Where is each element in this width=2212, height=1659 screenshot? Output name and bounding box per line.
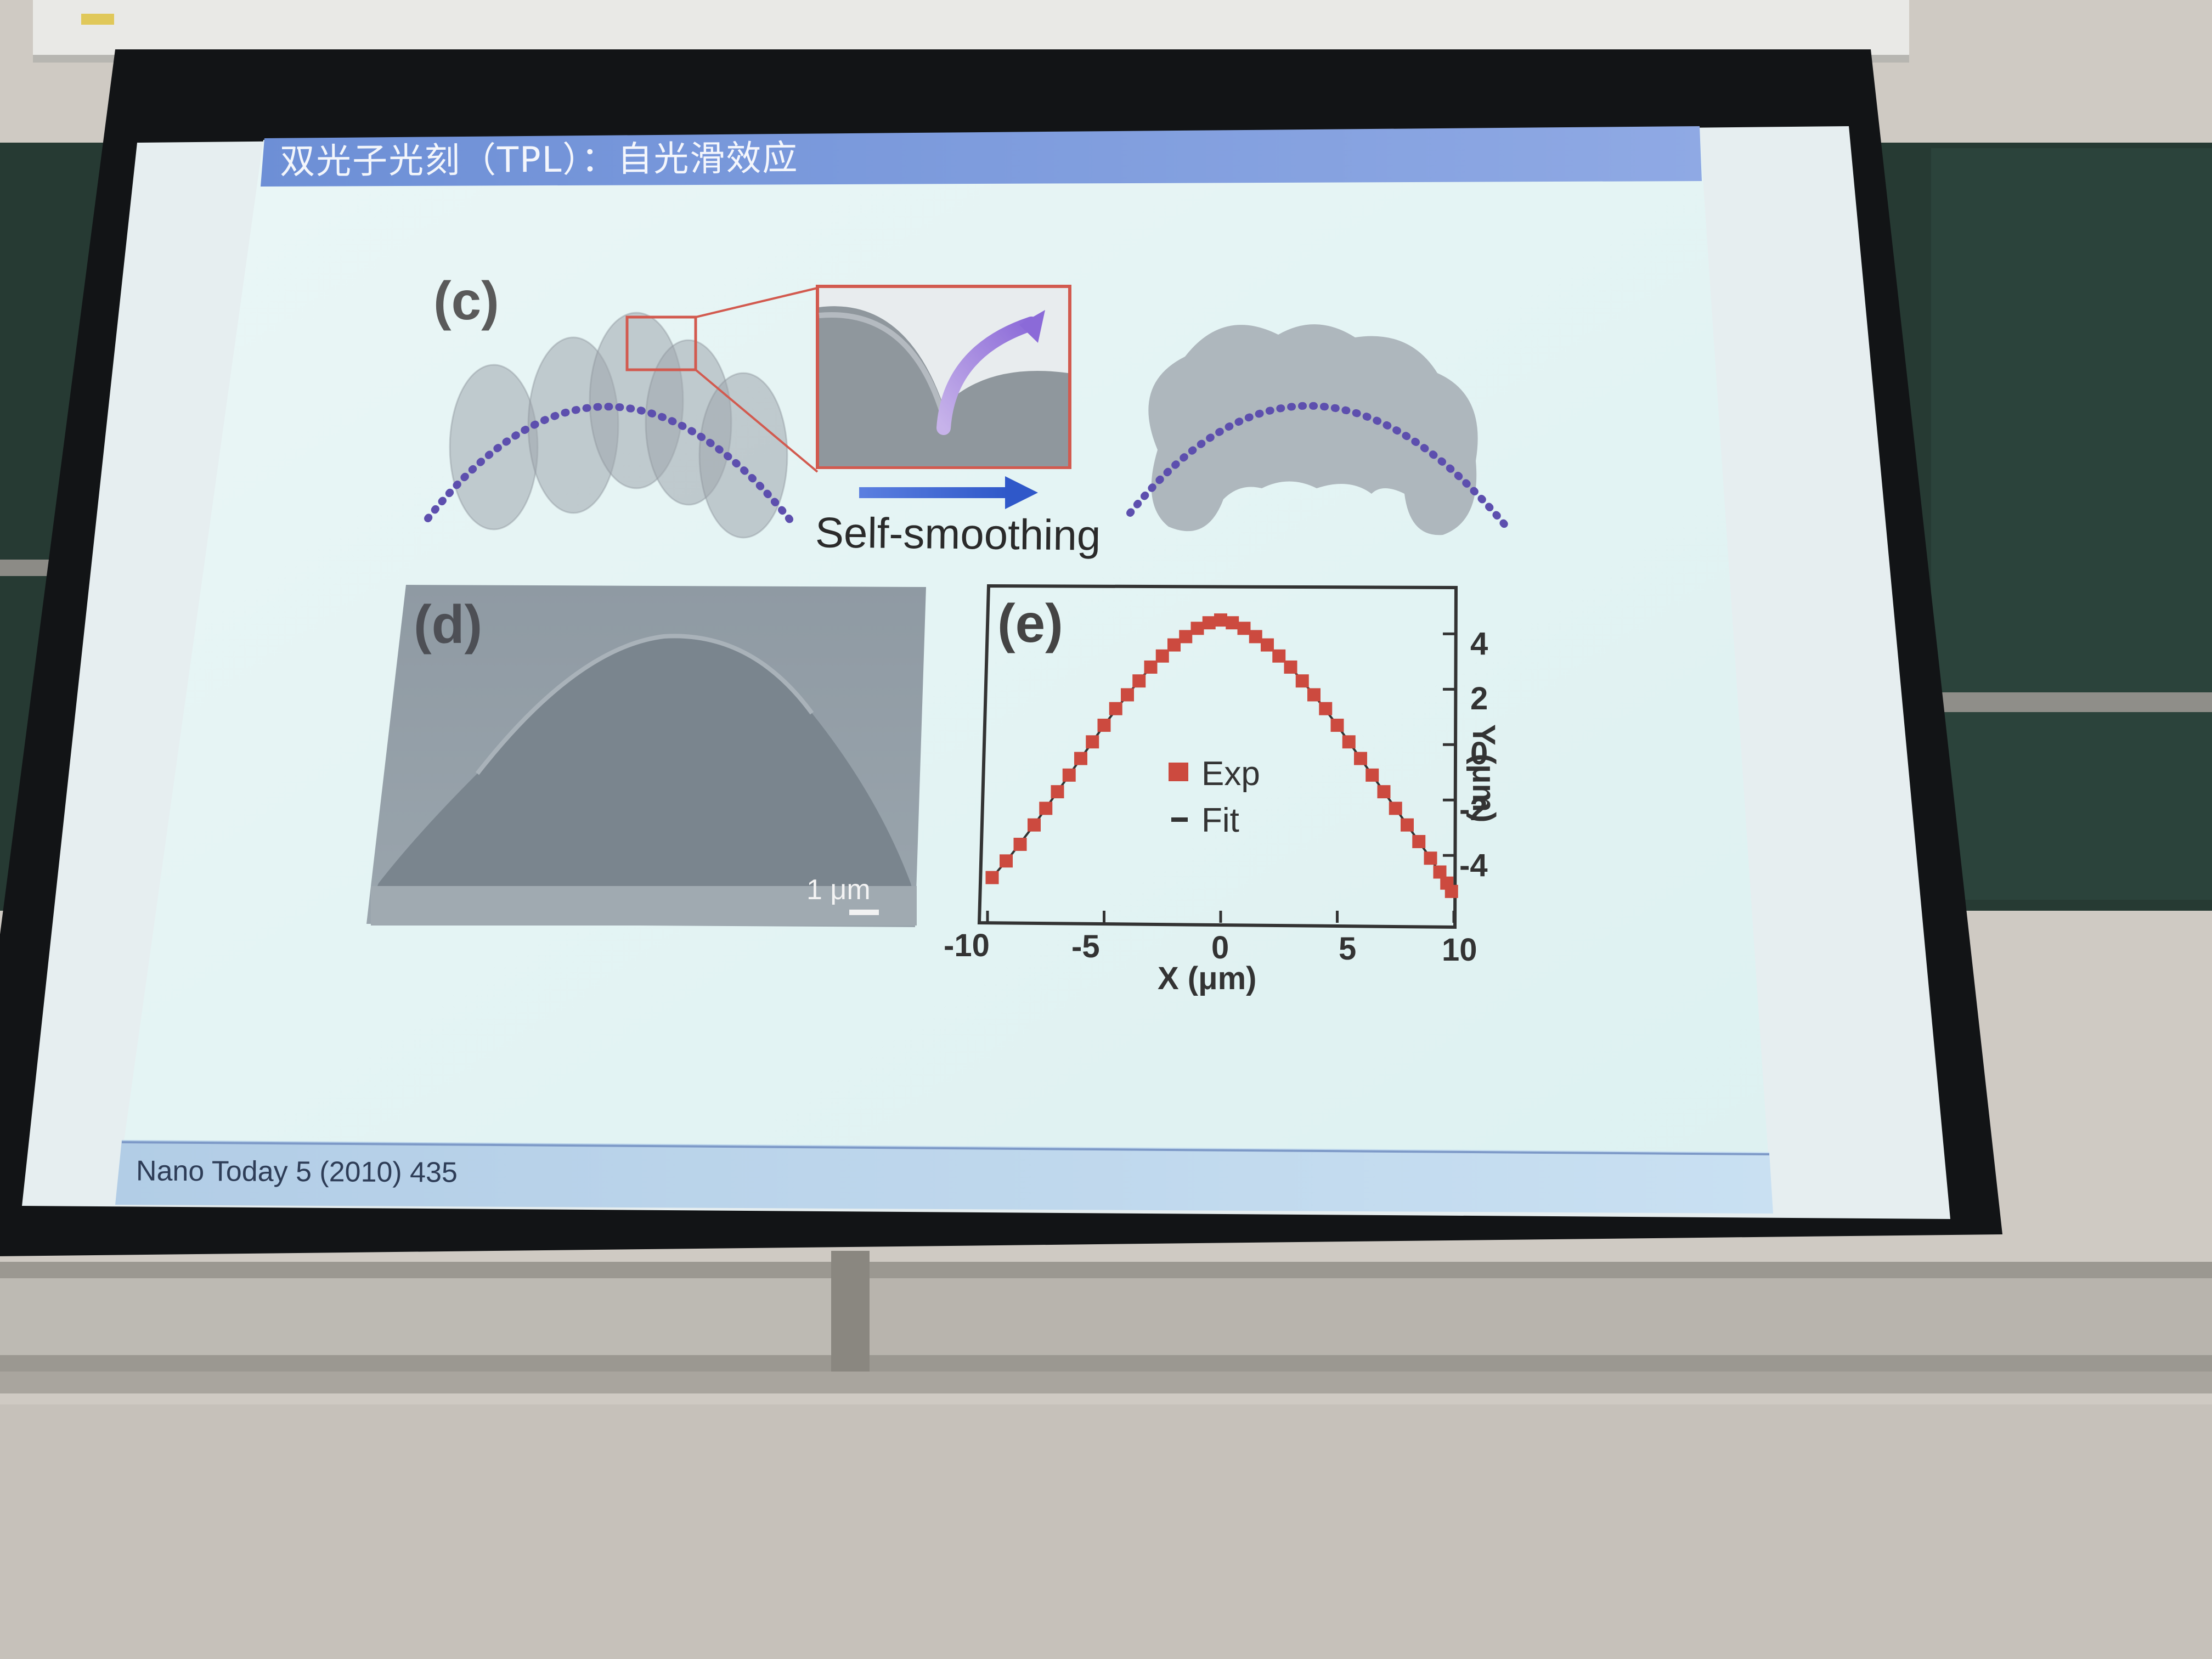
exp-data-point xyxy=(1342,735,1356,749)
exp-data-point xyxy=(1307,688,1321,702)
exp-data-point xyxy=(1086,735,1099,749)
exp-data-point xyxy=(1132,674,1146,688)
exp-data-point xyxy=(1272,649,1286,663)
exp-data-point xyxy=(1028,818,1041,832)
exp-data-point xyxy=(1424,851,1437,865)
exp-data-point xyxy=(1295,674,1309,688)
exp-data-point xyxy=(985,871,999,884)
y-tick-label: -2 xyxy=(1459,792,1488,827)
exp-data-point xyxy=(1261,638,1274,652)
exp-data-point xyxy=(1013,838,1027,851)
exp-data-point xyxy=(1062,768,1076,782)
exp-data-point xyxy=(1226,616,1239,630)
x-tick-label: -5 xyxy=(1071,929,1100,964)
legend-exp-marker xyxy=(1169,763,1188,781)
exp-data-point xyxy=(1214,613,1227,627)
x-tick-label: 5 xyxy=(1339,931,1357,967)
slide-title: 双光子光刻（TPL）：自光滑效应 xyxy=(279,138,799,183)
y-tick-label: 4 xyxy=(1470,626,1488,662)
exp-data-point xyxy=(1144,660,1158,674)
exp-data-point xyxy=(1444,884,1458,898)
exp-data-point xyxy=(1354,752,1367,765)
exp-data-point xyxy=(1202,616,1216,630)
self-smoothing-label: Self-smoothing xyxy=(815,508,1101,560)
exp-data-point xyxy=(1433,865,1447,879)
x-tick-label: 10 xyxy=(1442,932,1477,968)
exp-data-point xyxy=(1401,818,1414,832)
exp-data-point xyxy=(1167,638,1181,652)
exp-data-point xyxy=(1284,660,1297,674)
exp-data-point xyxy=(1097,718,1111,732)
exp-data-point xyxy=(1249,630,1262,644)
exp-data-point xyxy=(1039,802,1053,815)
exp-data-point xyxy=(1000,854,1013,868)
exp-data-point xyxy=(1377,785,1391,799)
y-axis-label: Y (μm) xyxy=(1466,724,1502,823)
panel-d-sem-image xyxy=(366,585,926,927)
exp-data-point xyxy=(1330,718,1344,732)
y-tick-label: 2 xyxy=(1470,681,1488,716)
legend-fit-label: Fit xyxy=(1201,802,1239,839)
exp-data-point xyxy=(1319,702,1333,715)
exp-data-point xyxy=(1109,702,1122,715)
y-tick-label: 0 xyxy=(1470,736,1488,771)
panel-e-plot xyxy=(985,613,1458,923)
exp-data-point xyxy=(1121,688,1134,702)
panel-c-illustration xyxy=(424,285,1513,539)
x-axis-label: X (μm) xyxy=(1158,961,1257,996)
exp-data-point xyxy=(1190,622,1204,635)
exp-data-point xyxy=(1365,768,1379,782)
exp-data-point xyxy=(1412,834,1426,848)
exp-data-point xyxy=(1074,752,1087,765)
exp-data-point xyxy=(1155,649,1169,663)
exp-data-point xyxy=(1237,622,1251,635)
exp-data-point xyxy=(1389,802,1402,815)
panel-e-label: (e) xyxy=(997,593,1063,653)
scale-bar-label: 1 μm xyxy=(806,874,871,906)
citation: Nano Today 5 (2010) 435 xyxy=(136,1155,458,1189)
legend-fit-marker xyxy=(1171,817,1188,822)
panel-e-plot-frame xyxy=(977,584,1458,929)
panel-c-label: (c) xyxy=(433,270,499,331)
exp-data-point xyxy=(1179,630,1193,644)
x-tick-label: -10 xyxy=(944,928,990,963)
exp-data-point xyxy=(1051,785,1064,799)
y-tick-label: -4 xyxy=(1459,848,1488,883)
legend-exp-label: Exp xyxy=(1201,755,1260,793)
panel-d-label: (d) xyxy=(414,594,483,654)
x-tick-label: 0 xyxy=(1211,930,1229,966)
